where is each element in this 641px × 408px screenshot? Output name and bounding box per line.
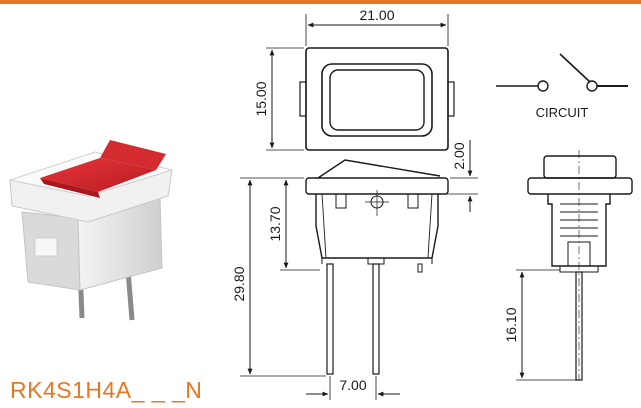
dim-width-top: 21.00 [359, 7, 394, 23]
circuit-symbol-icon [496, 53, 628, 92]
dim-pin-length: 16.10 [503, 307, 519, 342]
dim-overall-height: 29.80 [231, 266, 247, 301]
dim-rocker-protrusion: 2.00 [451, 142, 467, 169]
circuit-label: CIRCUIT [536, 105, 589, 120]
accent-top-bar [0, 0, 641, 4]
part-number: RK4S1H4A_ _ _N [10, 377, 203, 403]
product-photo-icon [8, 140, 174, 321]
dim-height-top: 15.00 [253, 81, 269, 116]
dim-body-height: 13.70 [267, 206, 283, 241]
dim-pin-spacing: 7.00 [339, 377, 366, 393]
top-view [266, 14, 455, 151]
side-view [516, 150, 633, 381]
front-view [240, 159, 478, 400]
